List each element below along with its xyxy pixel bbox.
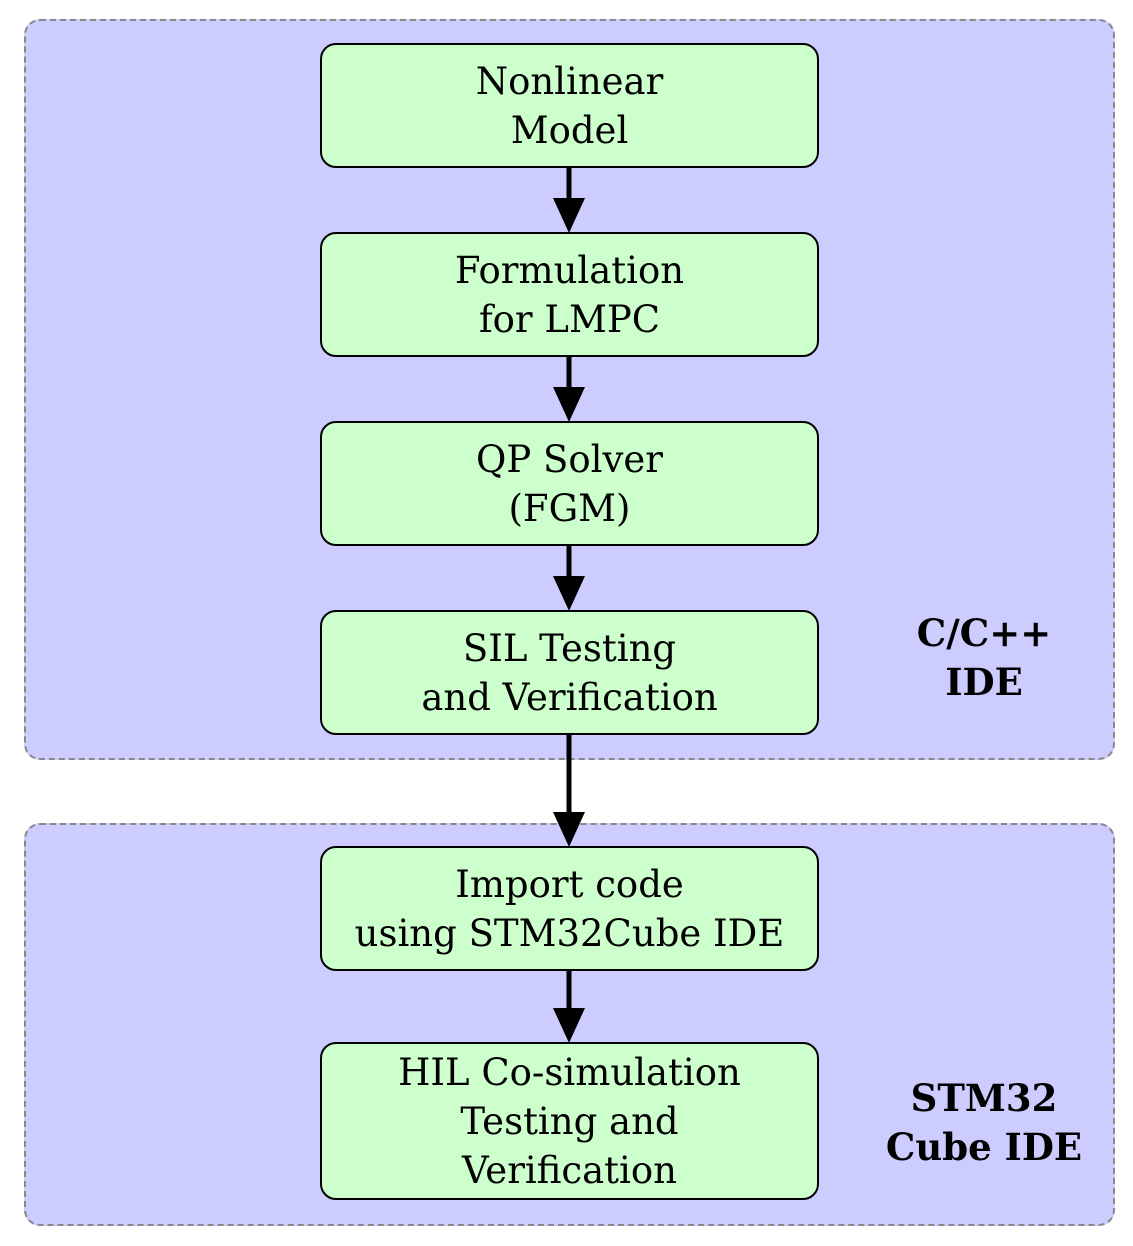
step-line: QP Solver (476, 437, 663, 481)
group-label-line: Cube IDE (885, 1125, 1083, 1169)
step-line: (FGM) (508, 486, 631, 530)
step-formulation-lmpc: Formulation for LMPC (320, 232, 819, 357)
step-hil-cosimulation: HIL Co-simulation Testing and Verificati… (320, 1042, 819, 1200)
step-line: SIL Testing (462, 626, 677, 670)
step-line: Testing and (460, 1099, 679, 1143)
step-line: Model (510, 108, 629, 152)
group-label-line: STM32 (910, 1076, 1058, 1120)
group-label-cpp-ide: C/C++ IDE (864, 609, 1104, 707)
step-line: and Verification (421, 675, 718, 719)
step-line: for LMPC (478, 297, 661, 341)
group-label-line: C/C++ (916, 611, 1052, 655)
step-line: Import code (455, 862, 684, 906)
step-line: Formulation (454, 248, 685, 292)
step-line: using STM32Cube IDE (354, 911, 785, 955)
step-import-code: Import code using STM32Cube IDE (320, 846, 819, 971)
step-line: Verification (461, 1148, 677, 1192)
step-sil-testing: SIL Testing and Verification (320, 610, 819, 735)
step-qp-solver: QP Solver (FGM) (320, 421, 819, 546)
group-label-line: IDE (945, 660, 1023, 704)
group-label-stm32-cube-ide: STM32 Cube IDE (864, 1074, 1104, 1172)
step-nonlinear-model: Nonlinear Model (320, 43, 819, 168)
step-line: Nonlinear (475, 59, 664, 103)
step-line: HIL Co-simulation (398, 1050, 741, 1094)
